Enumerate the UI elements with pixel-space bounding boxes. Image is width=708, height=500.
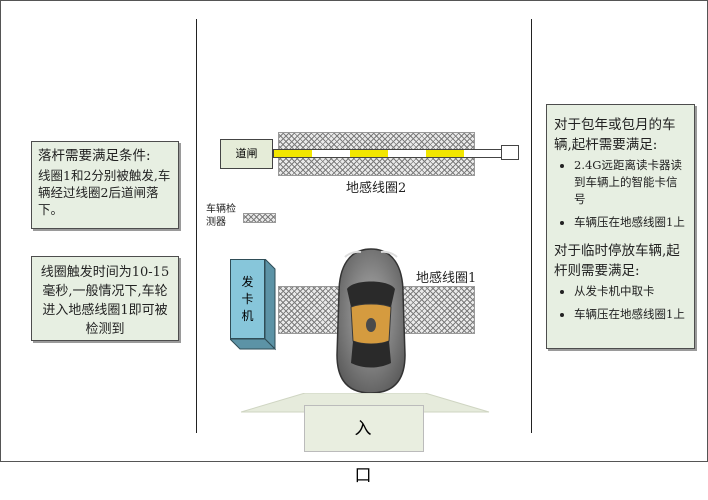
lane-line-left bbox=[196, 19, 197, 433]
parking-entrance-diagram: 落杆需要满足条件: 线圈1和2分别被触发,车辆经过线圈2后道闸落下。 线圈触发时… bbox=[0, 0, 708, 462]
card-dispenser-label: 发卡机 bbox=[241, 275, 254, 323]
loop-2-label: 地感线圈2 bbox=[346, 181, 407, 196]
drop-condition-note: 落杆需要满足条件: 线圈1和2分别被触发,车辆经过线圈2后道闸落下。 bbox=[31, 141, 179, 229]
gate-box: 道闸 bbox=[220, 139, 273, 169]
temporary-list: 从发卡机中取卡 车辆压在地感线圈1上 bbox=[554, 283, 688, 323]
drop-condition-body: 线圈1和2分别被触发,车辆经过线圈2后道闸落下。 bbox=[38, 168, 171, 217]
trigger-time-note: 线圈触发时间为10-15毫秒,一般情况下,车轮进入地感线圈1即可被检测到 bbox=[31, 256, 179, 341]
card-dispenser-side bbox=[230, 259, 276, 351]
annual-list: 2.4G远距离读卡器读到车辆上的智能卡信号 车辆压在地感线圈1上 bbox=[554, 157, 688, 231]
temporary-heading: 对于临时停放车辆,起杆则需要满足: bbox=[554, 243, 680, 279]
drop-condition-title: 落杆需要满足条件: bbox=[38, 148, 151, 164]
barrier-arm-end bbox=[501, 145, 519, 160]
car-top-view bbox=[336, 248, 406, 394]
loop-1-label: 地感线圈1 bbox=[416, 271, 477, 286]
detector-label: 车辆检测器 bbox=[206, 204, 236, 228]
entrance-label: 入 口 bbox=[304, 405, 424, 486]
card-dispenser: 发卡机 bbox=[230, 259, 265, 339]
vehicle-detector bbox=[243, 213, 276, 223]
annual-item: 车辆压在地感线圈1上 bbox=[574, 214, 688, 231]
barrier-arm bbox=[273, 149, 503, 158]
temporary-item: 车辆压在地感线圈1上 bbox=[574, 306, 688, 323]
temporary-item: 从发卡机中取卡 bbox=[574, 283, 688, 300]
lane-line-right bbox=[531, 19, 532, 433]
annual-heading: 对于包年或包月的车辆,起杆需要满足: bbox=[554, 117, 676, 153]
lift-condition-note: 对于包年或包月的车辆,起杆需要满足: 2.4G远距离读卡器读到车辆上的智能卡信号… bbox=[546, 104, 695, 349]
annual-item: 2.4G远距离读卡器读到车辆上的智能卡信号 bbox=[574, 157, 688, 208]
